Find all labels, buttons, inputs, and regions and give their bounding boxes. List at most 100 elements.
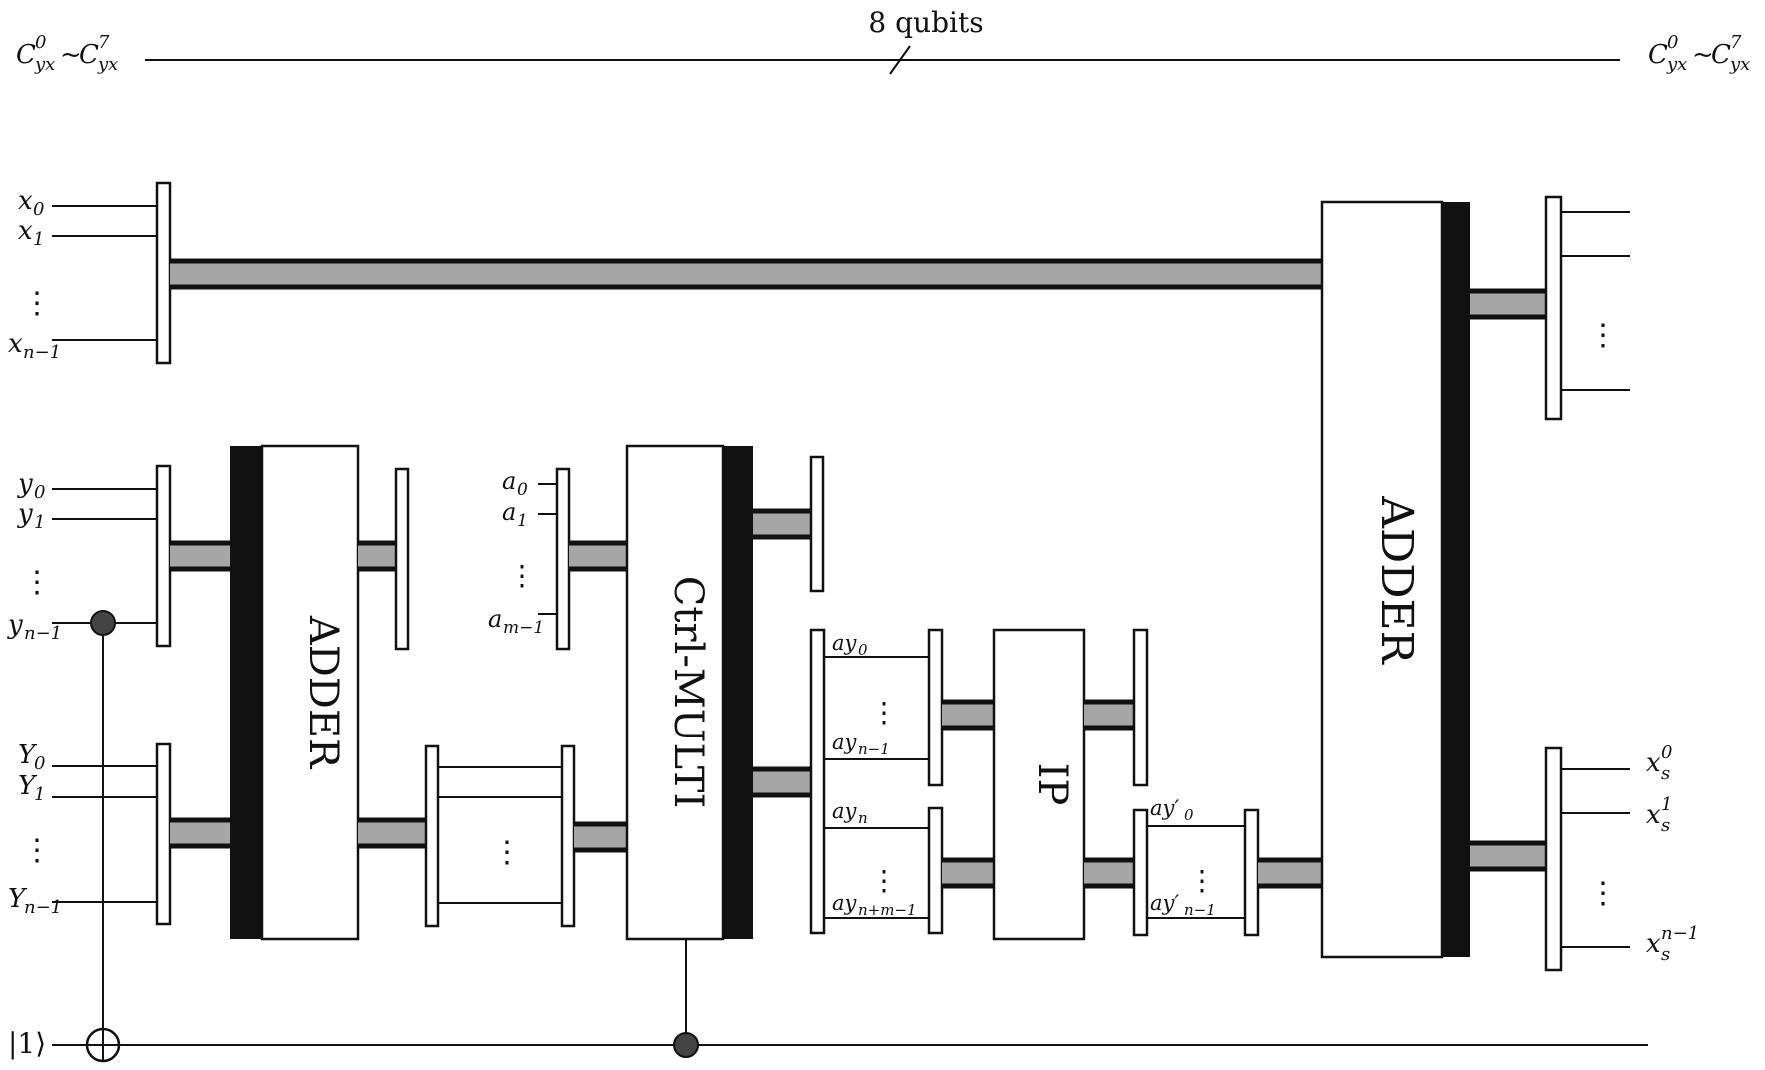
svg-text:~: ~: [1692, 40, 1714, 70]
ctrl-multi-control-dot: [673, 1032, 699, 1058]
a-label-m-1: a m−1: [488, 605, 544, 638]
y-label-0: y 0: [17, 469, 45, 503]
x-register: x 0 x 1 ⋮ x n−1: [8, 181, 172, 365]
svg-text:1: 1: [34, 784, 45, 805]
ladder-ellipsis: ⋮: [492, 835, 522, 870]
svg-text:0: 0: [1184, 806, 1194, 824]
svg-text:ay: ay: [832, 891, 858, 915]
a-label-0: a 0: [502, 467, 528, 500]
svg-text:0: 0: [517, 480, 528, 500]
svg-text:x: x: [8, 329, 23, 359]
svg-text:0: 0: [35, 32, 46, 53]
ancilla: |1⟩: [8, 610, 1648, 1063]
svg-text:0: 0: [1667, 32, 1678, 53]
svg-text:n−1: n−1: [23, 342, 61, 363]
ctrl-multi-block: Ctrl-MULTI: [625, 444, 825, 941]
bus-slash: [889, 45, 911, 75]
svg-text:yx: yx: [97, 54, 118, 75]
ctrl-multi-label: Ctrl-MULTI: [665, 576, 711, 809]
xs-label-1: x 1 s: [1646, 794, 1672, 836]
Y-label-1: Y 1: [18, 771, 45, 805]
ip-block: IP: [942, 628, 1149, 941]
ay-low-ellipsis: ⋮: [870, 696, 898, 729]
svg-text:x: x: [1646, 929, 1661, 959]
ancilla-label: |1⟩: [8, 1027, 46, 1060]
svg-text:s: s: [1661, 763, 1670, 784]
svg-text:x: x: [18, 216, 33, 246]
adder-1-out-bar-top: [394, 467, 410, 651]
svg-text:y: y: [7, 610, 23, 640]
svg-text:1: 1: [33, 229, 44, 250]
Y-ellipsis: ⋮: [22, 833, 52, 868]
y-ellipsis: ⋮: [22, 565, 52, 600]
svg-text:n+m−1: n+m−1: [858, 901, 917, 919]
Y-label-0: Y 0: [18, 740, 45, 774]
x-register-bar: [155, 181, 172, 365]
svg-text:n−1: n−1: [24, 897, 62, 918]
svg-text:s: s: [1661, 944, 1670, 965]
svg-text:n−1: n−1: [1661, 923, 1699, 944]
svg-text:yx: yx: [1729, 54, 1750, 75]
a-register: a 0 a 1 ⋮ a m−1: [488, 467, 627, 651]
svg-text:n: n: [858, 809, 868, 827]
ay-label-n-1: ay n−1: [832, 730, 890, 758]
svg-text:Y: Y: [8, 884, 28, 914]
svg-text:ay: ay: [832, 631, 858, 655]
bus-annotation: 8 qubits: [868, 6, 983, 39]
svg-text:C: C: [16, 40, 36, 70]
svg-text:0: 0: [858, 641, 868, 659]
svg-text:x: x: [1646, 748, 1661, 778]
Y-register-bar: [155, 742, 172, 926]
y-register: y 0 y 1 ⋮ y n−1: [7, 464, 172, 648]
Y-register: Y 0 Y 1 ⋮ Y n−1: [8, 740, 172, 926]
svg-text:0: 0: [34, 482, 45, 503]
svg-text:m−1: m−1: [503, 618, 544, 638]
svg-text:0: 0: [33, 199, 44, 220]
ip-label: IP: [1029, 763, 1075, 806]
ay-fanout: ay 0 ⋮ ay n−1 ay n ⋮ ay n+m−1: [809, 628, 944, 935]
ay-label-0: ay 0: [832, 631, 868, 659]
a-register-bar: [555, 467, 571, 651]
x-label-0: x 0: [18, 186, 44, 220]
ay-prime-label-n-1: ay′ n−1: [1150, 891, 1216, 919]
svg-text:yx: yx: [34, 54, 55, 75]
svg-text:7: 7: [98, 32, 110, 53]
svg-text:ay′: ay′: [1150, 891, 1179, 915]
svg-text:ay: ay: [832, 799, 858, 823]
svg-text:a: a: [488, 605, 502, 633]
svg-text:ay: ay: [832, 730, 858, 754]
svg-text:y: y: [17, 499, 33, 529]
svg-text:1: 1: [517, 511, 528, 531]
svg-text:ay′: ay′: [1150, 796, 1179, 820]
svg-text:y: y: [17, 469, 33, 499]
a-ellipsis: ⋮: [508, 559, 536, 592]
x-ellipsis: ⋮: [22, 286, 52, 321]
ay-register-bar: [809, 628, 826, 935]
svg-text:yx: yx: [1666, 54, 1687, 75]
xs-label-0: x 0 s: [1646, 742, 1672, 784]
ip-out-bar-top: [1132, 628, 1149, 787]
svg-text:7: 7: [1730, 32, 1742, 53]
svg-text:1: 1: [1661, 794, 1672, 815]
x-label-1: x 1: [18, 216, 44, 250]
ay-label-n: ay n: [832, 799, 868, 827]
xs-out-bar: [1544, 746, 1563, 972]
top-register-label-right: C 0 yx ~ C 7 yx: [1648, 32, 1750, 75]
y-label-n-1: y n−1: [7, 610, 62, 644]
svg-text:a: a: [502, 498, 516, 526]
x-out-ellipsis: ⋮: [1588, 318, 1618, 353]
svg-text:x: x: [1646, 800, 1661, 830]
a-label-1: a 1: [502, 498, 528, 531]
x-out-bar: [1544, 195, 1563, 421]
svg-text:a: a: [502, 467, 516, 495]
top-register-label-left: C 0 yx ~ C 7 yx: [16, 32, 118, 75]
adder-1-label: ADDER: [300, 615, 346, 770]
ay-prime-group: ay′ 0 ⋮ ay′ n−1: [1132, 796, 1322, 937]
svg-text:Y: Y: [18, 771, 38, 801]
svg-text:Y: Y: [18, 740, 38, 770]
svg-text:x: x: [18, 186, 33, 216]
svg-text:1: 1: [34, 512, 45, 533]
x-bus: [170, 258, 1322, 290]
ay-high-ellipsis: ⋮: [870, 864, 898, 897]
